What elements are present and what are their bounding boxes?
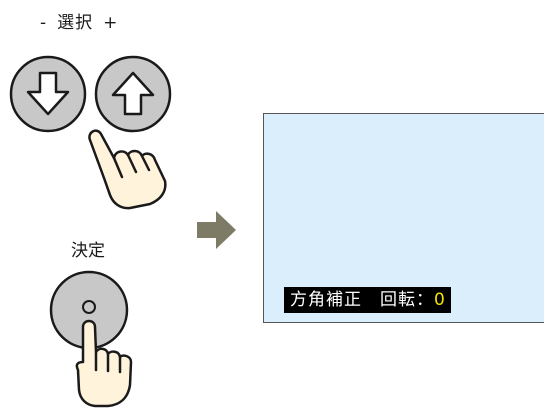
display-screen: 方角補正回転：0 [263, 113, 544, 323]
minus-sign: - [40, 13, 48, 33]
select-label: -選択 + [40, 8, 118, 33]
pointing-hand-icon [88, 129, 167, 210]
select-text: 選択 [57, 13, 94, 33]
down-button[interactable] [9, 55, 87, 133]
osd-param-label: 回転 [380, 290, 416, 310]
up-button[interactable] [94, 55, 172, 133]
decide-label: 決定 [71, 241, 105, 261]
circle-icon [82, 300, 96, 314]
right-arrow-icon [197, 211, 236, 249]
down-arrow-icon [26, 71, 70, 116]
up-arrow-icon [111, 71, 155, 116]
osd-value: 0 [434, 290, 446, 310]
osd-separator: ： [416, 290, 434, 310]
plus-sign: + [103, 13, 119, 33]
pointing-hand-icon [75, 319, 133, 408]
osd-item-label: 方角補正 [290, 290, 362, 310]
osd-bar: 方角補正回転：0 [284, 287, 451, 313]
enter-button[interactable] [49, 270, 129, 350]
